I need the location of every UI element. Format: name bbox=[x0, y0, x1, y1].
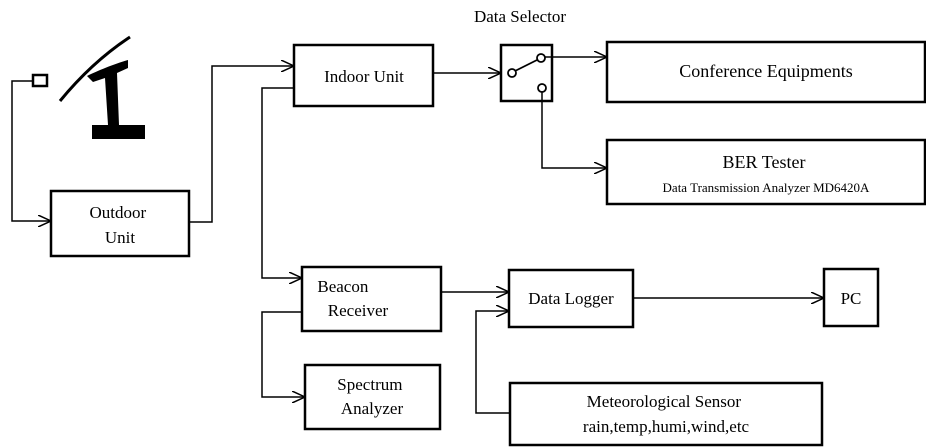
meteorological-sensor-box bbox=[508, 381, 824, 447]
beacon-receiver-label: Beacon Receiver bbox=[317, 277, 388, 320]
antenna-icon bbox=[31, 35, 145, 139]
data-logger-box bbox=[507, 268, 635, 329]
indoor-unit-box bbox=[292, 43, 435, 108]
conference-equipments-label: Conference Equipments bbox=[679, 61, 852, 81]
spectrum-analyzer-label: Spectrum Analyzer bbox=[337, 375, 406, 418]
ber-tester-box bbox=[605, 138, 926, 206]
connection-lines bbox=[11, 57, 824, 414]
meteorological-sensor-label: Meteorological Sensor rain,temp,humi,win… bbox=[583, 392, 750, 436]
data-selector-title: Data Selector bbox=[474, 7, 566, 26]
conference-equipments-box bbox=[605, 40, 926, 104]
pc-label: PC bbox=[841, 289, 862, 308]
beacon-receiver-box bbox=[300, 265, 443, 333]
indoor-unit-label: Indoor Unit bbox=[324, 67, 404, 86]
outdoor-unit-label: Outdoor Unit bbox=[90, 203, 151, 247]
data-logger-label: Data Logger bbox=[528, 289, 614, 308]
ber-tester-label: BER Tester Data Transmission Analyzer MD… bbox=[663, 152, 871, 195]
